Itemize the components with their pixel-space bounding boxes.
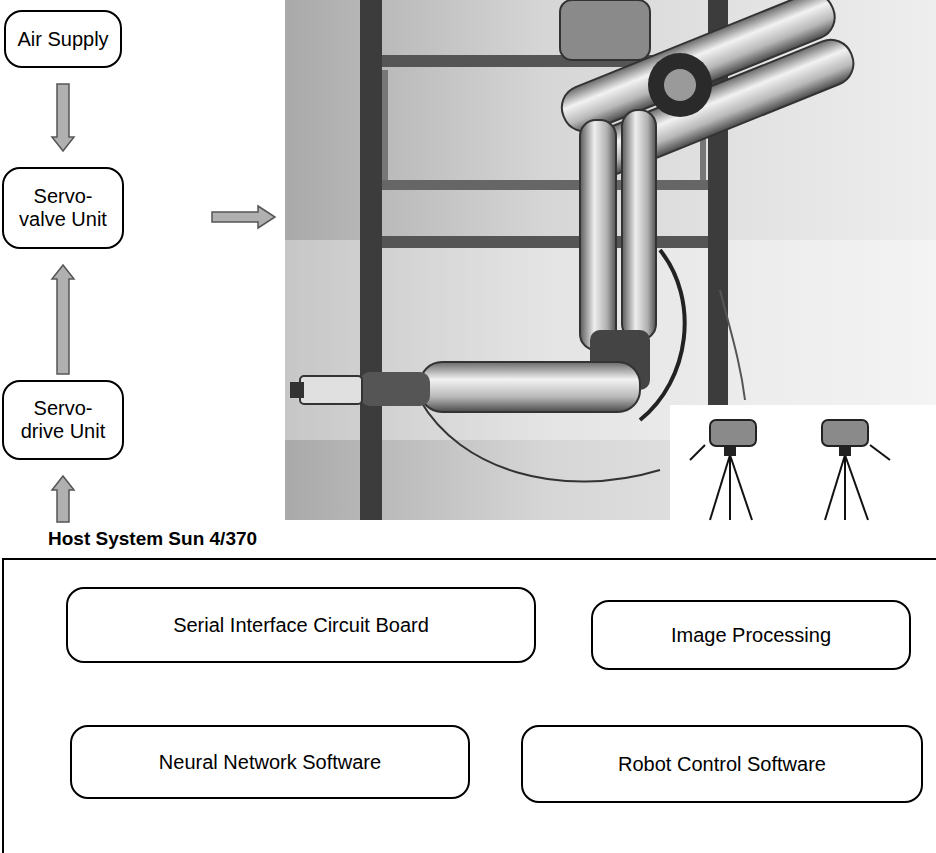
drive-box: Servo-drive Unit (2, 380, 124, 460)
block-arrow (52, 476, 74, 522)
valve-box: Servo-valve Unit (2, 167, 124, 249)
box-label: Servo-valve Unit (4, 185, 122, 231)
box-label: Serial Interface Circuit Board (165, 614, 437, 637)
box-label: Image Processing (663, 624, 839, 647)
panel-heading: Host System Sun 4/370 (48, 528, 257, 550)
board-box: Serial Interface Circuit Board (66, 587, 536, 663)
software-box: Robot Control Software (521, 725, 923, 803)
processing-box: Image Processing (591, 600, 911, 670)
box-label: Servo-drive Unit (4, 397, 122, 443)
software-box: Neural Network Software (70, 725, 470, 799)
box-label: Robot Control Software (610, 753, 834, 776)
block-arrow (52, 84, 74, 151)
box-label: Neural Network Software (151, 751, 389, 774)
supply-box: Air Supply (4, 10, 122, 68)
box-label: Air Supply (9, 28, 116, 51)
block-arrow (52, 265, 74, 374)
host-panel: Host System Sun 4/370Serial Interface Ci… (0, 528, 936, 853)
